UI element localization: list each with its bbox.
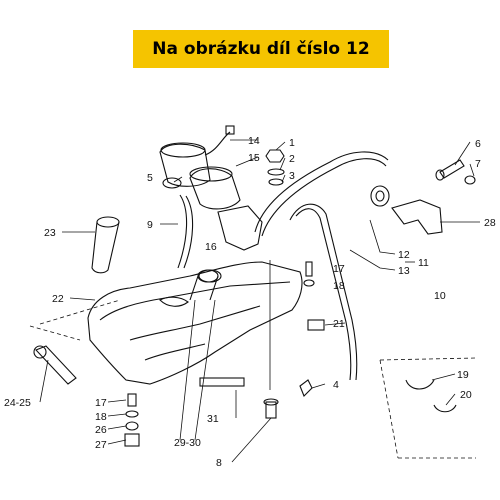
screw xyxy=(299,379,313,397)
label-23: 23 xyxy=(44,227,56,239)
label-26: 26 xyxy=(95,424,107,436)
label-17-left: 17 xyxy=(95,397,107,409)
clamp xyxy=(162,177,182,189)
label-28: 28 xyxy=(484,217,496,229)
label-8: 8 xyxy=(216,457,222,469)
drain-plug xyxy=(263,398,279,419)
fuel-sensor xyxy=(33,345,77,385)
label-14: 14 xyxy=(248,135,260,147)
label-16: 16 xyxy=(205,241,217,253)
fuel-sender-tube xyxy=(91,216,120,274)
nut-washers xyxy=(265,149,285,186)
bolt-stack xyxy=(124,393,140,447)
label-19: 19 xyxy=(457,369,469,381)
label-7: 7 xyxy=(475,158,481,170)
bracket xyxy=(217,205,263,251)
label-11: 11 xyxy=(418,257,429,269)
label-4: 4 xyxy=(333,379,339,391)
dashed-guides xyxy=(29,299,121,341)
label-5: 5 xyxy=(147,172,153,184)
small-hose-inner xyxy=(183,195,194,269)
label-2: 2 xyxy=(289,153,295,165)
label-3: 3 xyxy=(289,170,295,182)
label-17-right: 17 xyxy=(333,263,345,275)
label-24-25: 24-25 xyxy=(4,397,31,409)
label-10: 10 xyxy=(434,290,446,302)
label-20: 20 xyxy=(460,389,472,401)
label-6: 6 xyxy=(475,138,481,150)
inset-frame xyxy=(379,357,477,459)
banner-title: Na obrázku díl číslo 12 xyxy=(152,39,370,59)
pad xyxy=(199,377,245,387)
title-banner: Na obrázku díl číslo 12 xyxy=(133,30,389,68)
clip xyxy=(307,319,325,331)
label-9: 9 xyxy=(147,219,153,231)
label-21: 21 xyxy=(333,318,345,330)
label-15: 15 xyxy=(248,152,260,164)
label-29-30: 29-30 xyxy=(174,437,201,449)
leader-lines xyxy=(39,139,480,463)
label-27: 27 xyxy=(95,439,107,451)
hose-clamps xyxy=(405,379,457,413)
fuel-pump xyxy=(159,125,235,187)
label-18-right: 18 xyxy=(333,280,345,292)
label-31: 31 xyxy=(207,413,219,425)
rubber-bush xyxy=(370,185,390,207)
small-hose xyxy=(177,194,188,269)
bolt-washer xyxy=(435,159,476,185)
label-18-left: 18 xyxy=(95,411,107,423)
breather-hose xyxy=(254,151,389,381)
label-12: 12 xyxy=(398,249,410,261)
bolt-17-18 xyxy=(303,261,315,287)
mounting-bracket xyxy=(391,199,443,235)
fuel-tank xyxy=(87,261,303,385)
label-1: 1 xyxy=(289,137,295,149)
fuel-cap-assembly xyxy=(189,269,219,301)
part-labels: 14 15 1 2 3 5 9 23 16 6 7 28 12 13 11 10… xyxy=(4,135,496,469)
label-22: 22 xyxy=(52,293,64,305)
hose-connector xyxy=(189,166,241,210)
label-13: 13 xyxy=(398,265,410,277)
